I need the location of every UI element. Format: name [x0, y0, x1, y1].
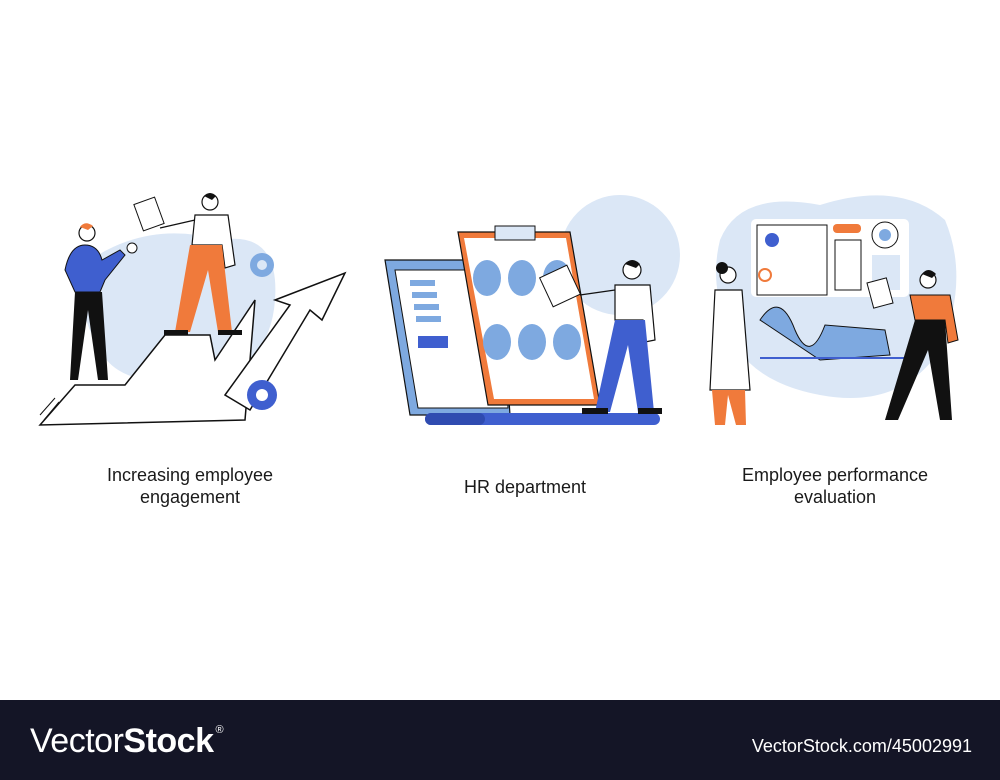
- caption-line-1: Employee performance: [741, 465, 929, 485]
- caption-line-1: HR department: [463, 477, 587, 497]
- gear-icon: [250, 253, 274, 277]
- watermark-footer: VectorStock® VectorStock.com/45002991: [0, 700, 1000, 780]
- caption-hr-department: HR department: [400, 476, 650, 498]
- caption-line-2: engagement: [139, 487, 241, 507]
- caption-performance-evaluation: Employee performance evaluation: [700, 464, 970, 508]
- caption-line-1: Increasing employee: [106, 465, 274, 485]
- caption-line-2: evaluation: [793, 487, 877, 507]
- illustration-employee-engagement: [30, 180, 360, 430]
- caption-employee-engagement: Increasing employee engagement: [60, 464, 320, 508]
- illustration-performance-evaluation: [700, 180, 970, 430]
- image-id: VectorStock.com/45002991: [751, 736, 972, 756]
- brand-logo: VectorStock®: [30, 722, 224, 761]
- brand-bold: Stock: [123, 722, 214, 760]
- registered-mark: ®: [215, 724, 224, 736]
- gear-icon: [247, 380, 277, 410]
- illustration-hr-department: [370, 180, 690, 430]
- brand-light: Vector: [30, 722, 124, 760]
